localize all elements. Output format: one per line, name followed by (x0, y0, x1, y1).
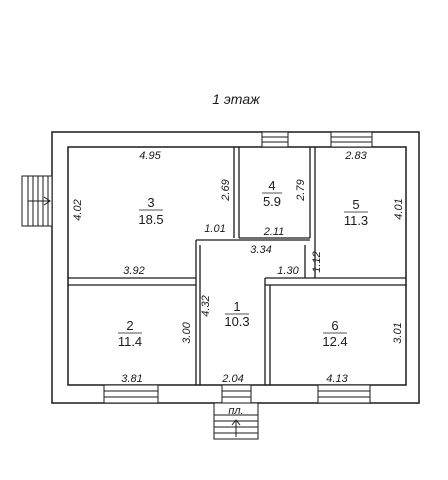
dim-1-01: 1.01 (204, 223, 225, 235)
room-2-area: 11.4 (118, 334, 142, 349)
dim-4-32: 4.32 (200, 295, 212, 316)
room-4-number: 4 (268, 178, 275, 193)
room-2-number: 2 (126, 318, 133, 333)
porch (213, 402, 259, 440)
room-6-number: 6 (331, 318, 338, 333)
dim-3-34: 3.34 (250, 244, 271, 256)
dim-2-04: 2.04 (221, 373, 243, 385)
porch-label: пл. (228, 405, 243, 417)
dim-3-81: 3.81 (121, 373, 142, 385)
dim-1-30: 1.30 (277, 265, 299, 277)
dim-4-02: 4.02 (72, 199, 84, 220)
room-4-area: 5.9 (263, 194, 281, 209)
dim-2-79: 2.79 (295, 179, 307, 201)
interior-walls (68, 147, 406, 385)
dimension-labels: 4.95 2.83 2.69 2.79 4.02 4.01 1.01 2.11 … (72, 150, 405, 385)
window-bottom-left (103, 384, 159, 404)
room-1-number: 1 (233, 299, 240, 314)
dim-3-92: 3.92 (123, 265, 144, 277)
window-bottom-right (317, 384, 371, 404)
dim-4-95: 4.95 (139, 150, 161, 162)
room-5-number: 5 (352, 197, 359, 212)
dim-3-00: 3.00 (181, 321, 193, 343)
room-5-area: 11.3 (344, 213, 368, 228)
dim-1-12: 1.12 (311, 251, 323, 272)
window-bottom-center (221, 384, 252, 404)
left-stairs (21, 175, 53, 227)
dim-4-01: 4.01 (393, 198, 405, 219)
window-top-small (261, 131, 289, 148)
room-1-area: 10.3 (224, 314, 249, 329)
room-6-area: 12.4 (322, 334, 347, 349)
window-top-right (330, 131, 373, 148)
dim-3-01: 3.01 (392, 322, 404, 343)
room-3-area: 18.5 (138, 212, 163, 227)
dim-2-83: 2.83 (344, 150, 367, 162)
floor-title: 1 этаж (212, 91, 261, 107)
dim-2-69: 2.69 (220, 179, 232, 201)
room-3-number: 3 (147, 195, 154, 210)
dim-4-13: 4.13 (326, 373, 348, 385)
windows (103, 131, 373, 404)
dim-2-11: 2.11 (263, 226, 285, 238)
room-labels: 3 18.5 4 5.9 5 11.3 2 11.4 1 10.3 6 12.4 (118, 178, 368, 349)
